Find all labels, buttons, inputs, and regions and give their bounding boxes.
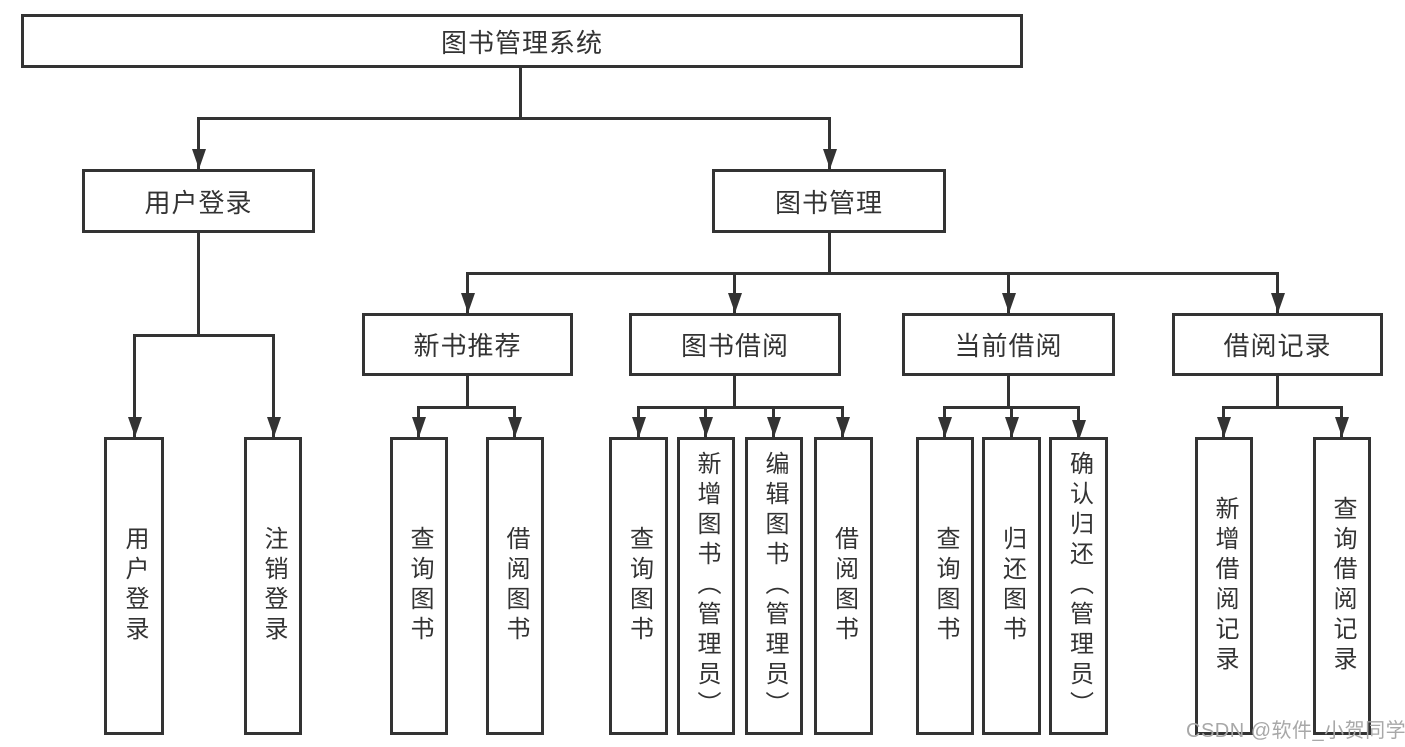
leaf-borrow-books-2: 借阅图书 <box>814 437 873 735</box>
leaf-logout: 注销登录 <box>244 437 302 735</box>
connector-line <box>1007 376 1010 407</box>
node-root-label: 图书管理系统 <box>440 27 603 58</box>
connector-arrow <box>507 406 522 437</box>
leaf-query-books-2-label: 查询图书 <box>625 526 653 646</box>
connector-arrow <box>266 334 281 437</box>
leaf-add-borrow-record: 新增借阅记录 <box>1195 437 1253 735</box>
leaf-query-books-3: 查询图书 <box>916 437 974 735</box>
connector-line <box>519 68 522 118</box>
connector-arrow <box>1001 272 1016 313</box>
leaf-query-books-2: 查询图书 <box>609 437 668 735</box>
connector-arrow <box>727 272 742 313</box>
node-user-login-label: 用户登录 <box>144 187 253 218</box>
leaf-add-books-admin: 新增图书（管理员） <box>677 437 735 735</box>
connector-arrow <box>1270 272 1285 313</box>
node-book-borrow-label: 图书借阅 <box>680 331 789 361</box>
leaf-return-books: 归还图书 <box>982 437 1041 735</box>
connector-arrow <box>1334 406 1349 437</box>
connector-line <box>197 117 831 120</box>
node-book-management-label: 图书管理 <box>774 187 883 218</box>
connector-arrow <box>191 117 206 169</box>
connector-line <box>466 272 1279 275</box>
connector-line <box>466 376 469 407</box>
leaf-user-login-label: 用户登录 <box>121 526 148 646</box>
node-user-login: 用户登录 <box>82 169 315 233</box>
leaf-confirm-return-admin-label: 确认归还（管理员） <box>1065 451 1093 721</box>
leaf-return-books-label: 归还图书 <box>998 526 1026 646</box>
leaf-confirm-return-admin: 确认归还（管理员） <box>1049 437 1108 735</box>
connector-line <box>197 232 200 335</box>
connector-arrow <box>822 117 837 169</box>
connector-line <box>417 406 516 409</box>
node-new-book-recommend-label: 新书推荐 <box>413 331 522 361</box>
leaf-borrow-books-1-label: 借阅图书 <box>502 526 529 646</box>
leaf-borrow-books-1: 借阅图书 <box>486 437 544 735</box>
leaf-borrow-books-2-label: 借阅图书 <box>830 526 858 646</box>
leaf-query-books-1-label: 查询图书 <box>406 526 433 646</box>
connector-arrow <box>1216 406 1231 437</box>
connector-arrow <box>835 406 850 437</box>
watermark: CSDN @软件_小贺同学 <box>1186 720 1405 742</box>
node-borrow-records-label: 借阅记录 <box>1223 331 1332 361</box>
node-new-book-recommend: 新书推荐 <box>362 313 573 376</box>
connector-line <box>1222 406 1342 409</box>
connector-line <box>733 376 736 407</box>
connector-arrow <box>1071 406 1086 440</box>
node-current-borrow: 当前借阅 <box>902 313 1115 376</box>
leaf-user-login: 用户登录 <box>104 437 164 735</box>
leaf-logout-label: 注销登录 <box>260 526 287 646</box>
node-book-borrow: 图书借阅 <box>629 313 841 376</box>
connector-line <box>828 232 831 273</box>
leaf-query-borrow-record-label: 查询借阅记录 <box>1329 496 1356 676</box>
node-book-management: 图书管理 <box>712 169 946 233</box>
connector-line <box>637 406 843 409</box>
leaf-add-borrow-record-label: 新增借阅记录 <box>1211 496 1238 676</box>
leaf-query-books-3-label: 查询图书 <box>932 526 959 646</box>
leaf-add-books-admin-label: 新增图书（管理员） <box>693 451 720 721</box>
node-borrow-records: 借阅记录 <box>1172 313 1383 376</box>
connector-line <box>1276 376 1279 407</box>
leaf-edit-books-admin: 编辑图书（管理员） <box>745 437 803 735</box>
node-root: 图书管理系统 <box>21 14 1023 68</box>
connector-arrow <box>127 334 142 437</box>
connector-arrow <box>698 406 713 437</box>
leaf-edit-books-admin-label: 编辑图书（管理员） <box>761 451 788 721</box>
connector-arrow <box>766 406 781 437</box>
leaf-query-books-1: 查询图书 <box>390 437 448 735</box>
connector-arrow <box>631 406 646 437</box>
connector-arrow <box>411 406 426 437</box>
connector-arrow <box>460 272 475 313</box>
node-current-borrow-label: 当前借阅 <box>954 331 1063 361</box>
connector-arrow <box>1004 406 1019 437</box>
connector-line <box>133 334 274 337</box>
leaf-query-borrow-record: 查询借阅记录 <box>1313 437 1371 735</box>
connector-arrow <box>937 406 952 437</box>
